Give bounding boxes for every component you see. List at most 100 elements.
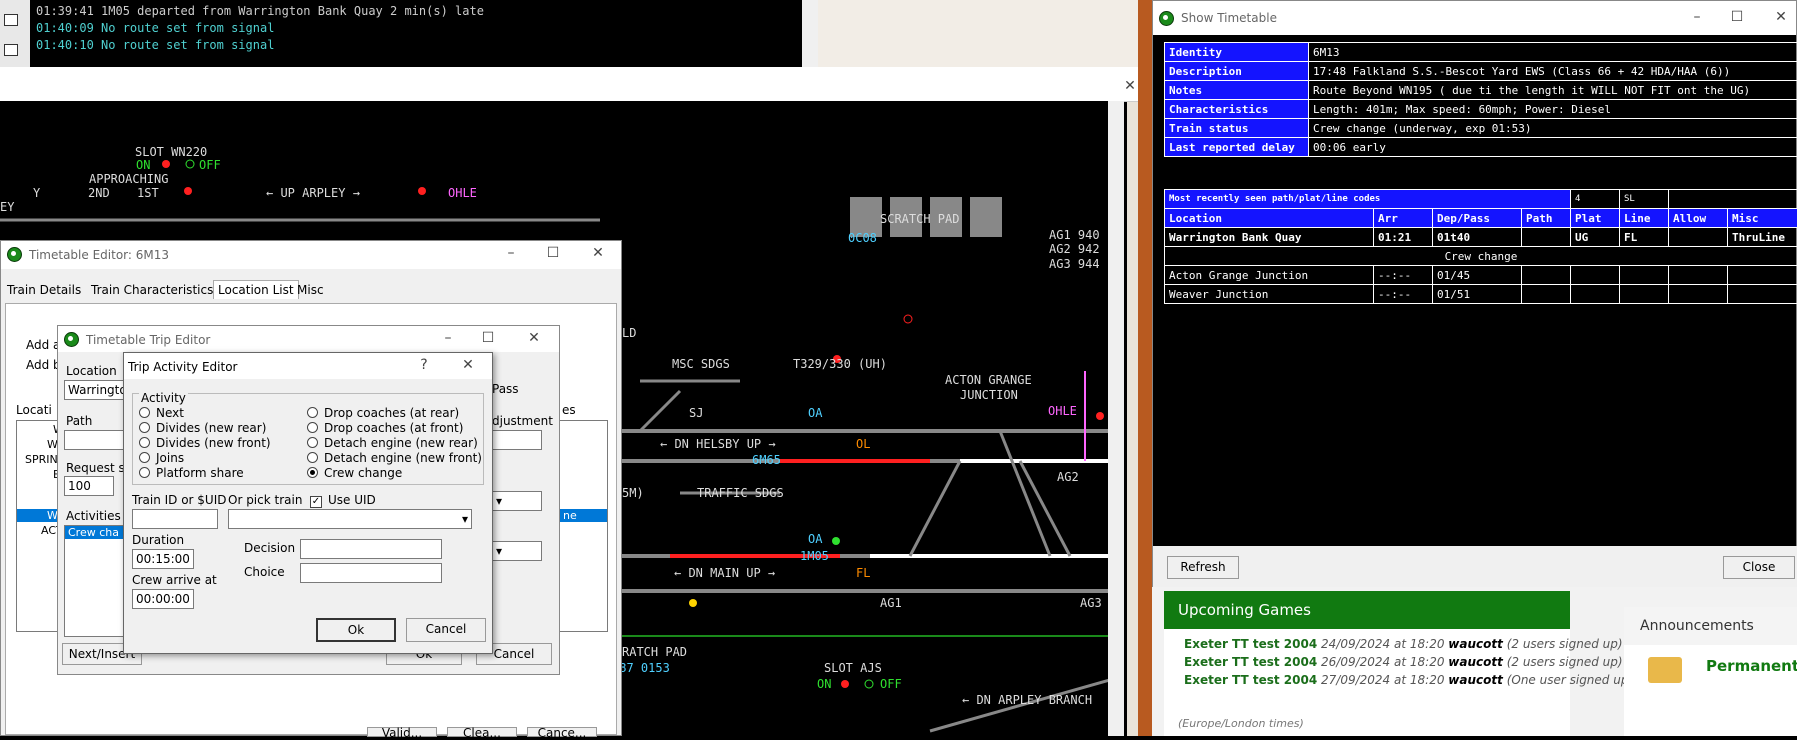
ey-label: EY: [0, 200, 14, 214]
tab-train-details[interactable]: Train Details: [7, 283, 81, 297]
signal-red: [841, 680, 849, 688]
option-detach-engine-front[interactable]: Detach engine (new front): [307, 451, 482, 465]
refresh-button[interactable]: Refresh: [1167, 556, 1239, 579]
signal-green: [832, 537, 840, 545]
train-1m05[interactable]: 1M05: [800, 549, 829, 563]
codes-row: Most recently seen path/plat/line codes …: [1165, 190, 1797, 209]
signal-red: [1096, 412, 1104, 420]
train-6m65[interactable]: 6M65: [752, 453, 781, 467]
signal-red: [904, 315, 912, 323]
game-entry[interactable]: Exeter TT test 2004 24/09/2024 at 18:20 …: [1184, 637, 1623, 651]
signal-red: [418, 187, 426, 195]
column-header: Allow: [1669, 209, 1728, 228]
scratch-pad-label: SCRATCH PAD: [880, 212, 959, 226]
minimize-icon[interactable]: –: [501, 245, 521, 261]
location-list-label: Locati: [16, 403, 52, 417]
game-name: Exeter TT test 2004: [1184, 637, 1317, 651]
table-cell: 01t40: [1433, 228, 1522, 247]
decision-input[interactable]: [300, 539, 442, 559]
fl-label: FL: [856, 566, 870, 580]
path-select[interactable]: [64, 430, 124, 450]
activities-list[interactable]: Crew cha: [64, 525, 126, 637]
right-select-2[interactable]: ▾: [492, 541, 542, 561]
maximize-icon[interactable]: ☐: [1727, 9, 1747, 25]
option-drop-coaches-front[interactable]: Drop coaches (at front): [307, 421, 463, 435]
ok-button[interactable]: Ok: [316, 618, 396, 642]
maximize-icon[interactable]: ☐: [543, 245, 563, 261]
off-label: OFF: [199, 158, 221, 172]
oa-label: OA: [808, 406, 822, 420]
minimize-icon[interactable]: –: [1687, 9, 1707, 25]
code-cell: 4: [1571, 190, 1620, 209]
activity-group: Activity Next Divides (new rear) Divides…: [132, 393, 484, 485]
permanent-link[interactable]: Permanent: [1706, 657, 1797, 675]
option-drop-coaches-rear[interactable]: Drop coaches (at rear): [307, 406, 459, 420]
pick-train-select[interactable]: ▾: [228, 509, 472, 529]
adjustment-stepper[interactable]: [492, 430, 542, 450]
list-item[interactable]: SPRIN: [25, 453, 58, 466]
close-icon[interactable]: ✕: [458, 357, 478, 373]
table-cell: Weaver Junction: [1165, 285, 1374, 304]
info-key: Notes: [1165, 81, 1309, 100]
request-stepper[interactable]: 100: [64, 476, 114, 496]
list-item-selected[interactable]: ne: [559, 509, 607, 522]
option-divides-rear[interactable]: Divides (new rear): [139, 421, 266, 435]
approaching-label: APPROACHING: [89, 172, 168, 186]
option-crew-change[interactable]: Crew change: [307, 466, 402, 480]
train-id-label: Train ID or $UID: [132, 493, 227, 507]
crew-arrive-input[interactable]: 00:00:00: [132, 589, 194, 609]
option-detach-engine-rear[interactable]: Detach engine (new rear): [307, 436, 478, 450]
game-entry[interactable]: Exeter TT test 2004 26/09/2024 at 18:20 …: [1184, 655, 1623, 669]
close-icon[interactable]: ✕: [588, 245, 608, 261]
tab-train-characteristics[interactable]: Train Characteristics: [91, 283, 213, 297]
option-divides-front[interactable]: Divides (new front): [139, 436, 271, 450]
list-item-selected[interactable]: Crew cha: [65, 526, 125, 539]
train-id-input[interactable]: [132, 509, 218, 529]
right-list[interactable]: ne: [558, 420, 608, 632]
announcements-header: Announcements: [1624, 607, 1797, 645]
minimize-icon[interactable]: –: [438, 330, 458, 346]
close-icon[interactable]: ✕: [524, 330, 544, 346]
info-key: Last reported delay: [1165, 138, 1309, 157]
tab-location-list[interactable]: Location List: [213, 280, 299, 299]
table-header: Location Arr Dep/Pass Path Plat Line All…: [1165, 209, 1797, 228]
table-cell: [1522, 228, 1571, 247]
help-icon[interactable]: ?: [414, 357, 434, 373]
panel-window-frame: [0, 67, 1138, 102]
use-uid-checkbox[interactable]: ✓Use UID: [310, 493, 376, 508]
add-a-label[interactable]: Add a: [26, 338, 60, 352]
duration-input[interactable]: 00:15:00: [132, 549, 194, 569]
games-list: Exeter TT test 2004 24/09/2024 at 18:20 …: [1164, 629, 1570, 736]
table-cell: [1571, 285, 1620, 304]
console-line: 01:40:09 No route set from signal: [36, 21, 274, 35]
right-select[interactable]: ▾: [492, 491, 542, 511]
dialog-title: Trip Activity Editor: [128, 360, 237, 374]
app-icon: [7, 247, 22, 262]
track: [640, 391, 680, 431]
game-entry[interactable]: Exeter TT test 2004 27/09/2024 at 18:20 …: [1184, 673, 1633, 687]
add-b-label[interactable]: Add b: [26, 358, 61, 372]
maximize-icon[interactable]: ☐: [478, 330, 498, 346]
table-cell: [1669, 285, 1728, 304]
printer-icon[interactable]: [4, 14, 18, 26]
option-joins[interactable]: Joins: [139, 451, 184, 465]
close-icon[interactable]: ✕: [1120, 78, 1140, 94]
location-input[interactable]: Warrington: [64, 380, 124, 400]
ohle-label: OHLE: [448, 186, 477, 200]
panel-scrollbar[interactable]: [1108, 101, 1124, 736]
activity-cell: Crew change: [1165, 247, 1797, 266]
printer-icon[interactable]: [4, 44, 18, 56]
close-button[interactable]: Close: [1723, 556, 1795, 579]
close-icon[interactable]: ✕: [1771, 9, 1791, 25]
choice-input[interactable]: [300, 563, 442, 583]
option-next[interactable]: Next: [139, 406, 184, 420]
option-platform-share[interactable]: Platform share: [139, 466, 244, 480]
console-scrollbar[interactable]: [802, 0, 818, 67]
tab-misc[interactable]: Misc: [297, 283, 324, 297]
info-key: Characteristics: [1165, 100, 1309, 119]
off-label-2: OFF: [880, 677, 902, 691]
table-cell: [1669, 228, 1728, 247]
oa-label-2: OA: [808, 532, 822, 546]
cancel-button[interactable]: Cancel: [406, 618, 486, 642]
